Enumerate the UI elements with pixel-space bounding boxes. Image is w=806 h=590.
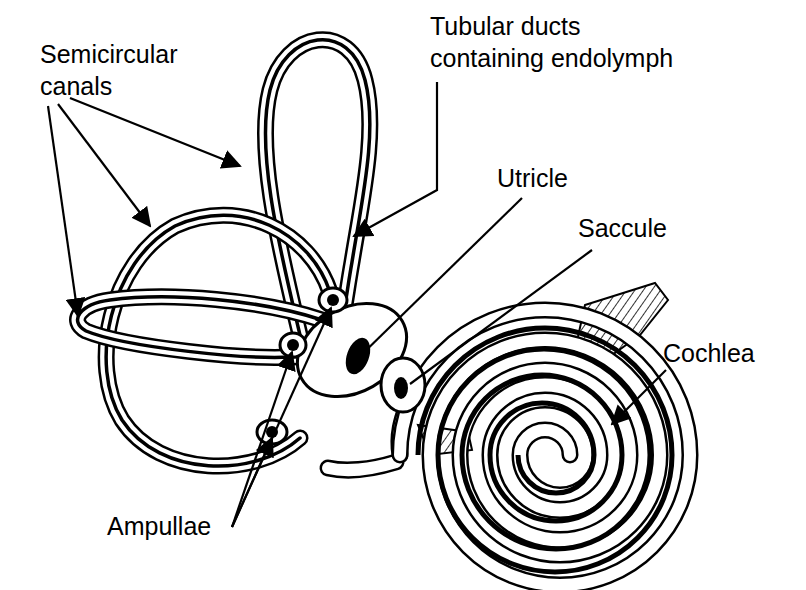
part-label: Cochlea bbox=[663, 337, 793, 369]
saccule-sac bbox=[381, 358, 425, 412]
part-label: Utricle bbox=[497, 162, 617, 194]
semicircular-canal bbox=[78, 297, 322, 357]
leader-line bbox=[48, 82, 666, 527]
semicircular-canal bbox=[265, 40, 369, 335]
part-label: Tubular ducts containing endolymph bbox=[430, 10, 695, 74]
part-label: Ampullae bbox=[107, 510, 237, 542]
ampulla bbox=[257, 288, 347, 444]
cochlea-spiral bbox=[400, 310, 690, 585]
part-label: Saccule bbox=[578, 212, 708, 244]
saccule-spot bbox=[394, 377, 408, 399]
vestibule bbox=[281, 285, 423, 416]
utricle-spot bbox=[341, 334, 375, 377]
part-label: Semicircular canals bbox=[40, 38, 200, 102]
